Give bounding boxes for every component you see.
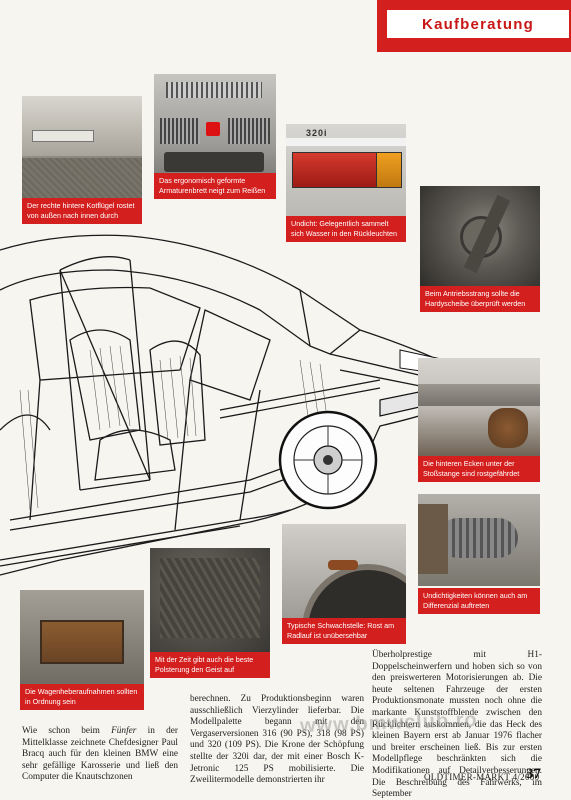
caption-kotfluegel: Der rechte hintere Kotflügel rostet von … bbox=[22, 198, 142, 224]
photo-antriebsstrang bbox=[420, 186, 540, 286]
caption-wagenheber: Die Wagenheberaufnahmen sollten in Ordnu… bbox=[20, 684, 144, 710]
caption-radlauf: Typische Schwachstelle: Rost am Radlauf … bbox=[282, 618, 406, 644]
body-column-1: Wie schon beim Fünfer in der Mittelklass… bbox=[22, 726, 178, 784]
section-header-box: Kaufberatung bbox=[383, 10, 569, 38]
section-header: Kaufberatung bbox=[377, 0, 571, 52]
rear-wheel-drawing bbox=[278, 410, 378, 510]
car-cutaway-illustration bbox=[0, 234, 469, 576]
caption-differenzial: Undichtigkeiten können auch am Differenz… bbox=[418, 588, 540, 614]
body-text-1-italic: Fünfer bbox=[111, 726, 137, 736]
section-title: Kaufberatung bbox=[422, 15, 534, 33]
caption-polsterung: Mit der Zeit gibt auch die beste Polster… bbox=[150, 652, 270, 678]
photo-polsterung bbox=[150, 548, 270, 652]
photo-wagenheber bbox=[20, 590, 144, 686]
photo-radlauf bbox=[282, 524, 406, 622]
photo-differenzial bbox=[418, 494, 540, 586]
caption-antriebsstrang: Beim Antriebsstrang sollte die Hardysche… bbox=[420, 286, 540, 312]
body-column-2: berechnen. Zu Produktionsbeginn waren au… bbox=[190, 694, 364, 786]
caption-rueckleuchten: Undicht: Gelegentlich sammelt sich Wasse… bbox=[286, 216, 406, 242]
body-column-3: Überholprestige mit H1-Doppelscheinwerfe… bbox=[372, 650, 542, 800]
footer-magazine: OLDTIMER-MARKT 4/2000 bbox=[424, 772, 540, 782]
body-text-1b: in der Mittelklasse zeichnete Chefdesign… bbox=[22, 726, 178, 783]
photo-rueckleuchten: 320i bbox=[286, 124, 406, 224]
body-text-1a: Wie schon beim bbox=[22, 726, 112, 736]
photo-ecken bbox=[418, 358, 540, 458]
page-number: 37 bbox=[526, 766, 541, 782]
caption-armaturenbrett: Das ergonomisch geformte Armaturenbrett … bbox=[154, 173, 276, 199]
badge-320i: 320i bbox=[306, 128, 328, 138]
caption-ecken: Die hinteren Ecken unter der Stoßstange … bbox=[418, 456, 540, 482]
